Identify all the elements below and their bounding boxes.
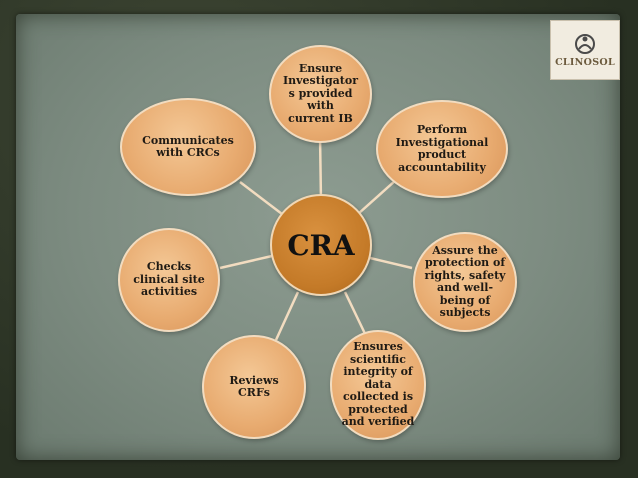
hub-label: CRA	[287, 228, 355, 262]
center-hub-cra: CRA	[270, 194, 372, 296]
node-ensure-investigator-ib: Ensure Investigator s provided with curr…	[269, 45, 372, 143]
spoke-crcs	[239, 181, 283, 215]
node-investigational-product: Perform Investigational product accounta…	[376, 100, 508, 198]
spoke-ib	[318, 134, 323, 203]
spoke-protection	[369, 256, 413, 270]
node-label: Perform Investigational product accounta…	[395, 123, 489, 174]
node-label: Ensure Investigator s provided with curr…	[282, 61, 359, 125]
node-label: Checks clinical site activities	[133, 260, 205, 299]
spoke-crfs	[274, 291, 300, 341]
clinosol-logo: CLINOSOL	[550, 20, 620, 80]
node-reviews-crfs: Reviews CRFs	[202, 335, 306, 439]
logo-text: CLINOSOL	[555, 56, 615, 68]
node-label: Assure the protection of rights, safety …	[424, 243, 506, 319]
node-scientific-integrity: Ensures scientific integrity of data col…	[330, 330, 426, 440]
node-communicates-crcs: Communicates with CRCs	[120, 98, 256, 196]
node-label: Ensures scientific integrity of data col…	[341, 340, 415, 429]
node-label: Communicates with CRCs	[142, 133, 234, 159]
logo-emblem-icon	[575, 33, 595, 54]
node-checks-site-activities: Checks clinical site activities	[118, 228, 220, 332]
spoke-site	[219, 254, 273, 270]
node-label: Reviews CRFs	[229, 373, 279, 399]
node-assure-protection: Assure the protection of rights, safety …	[413, 232, 517, 332]
spoke-ip	[357, 179, 397, 215]
